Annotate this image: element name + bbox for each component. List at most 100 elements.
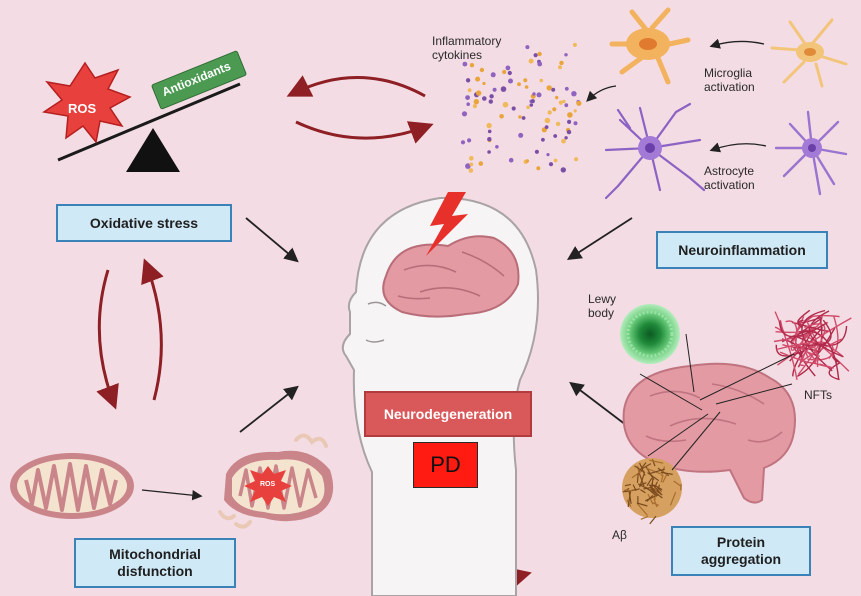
cytokine-dot	[553, 158, 558, 163]
cytokine-dot	[564, 103, 569, 108]
cytokine-dot	[466, 102, 471, 106]
cytokine-dot	[511, 106, 516, 111]
cytokine-dot	[525, 159, 529, 163]
abeta-fibril	[660, 471, 673, 475]
abeta-fibril	[646, 467, 662, 475]
cytokine-dot	[530, 99, 535, 104]
cytokine-dot	[469, 62, 475, 68]
cytokine-dot	[574, 157, 579, 162]
lightning-bolt-icon	[426, 192, 468, 256]
cytokine-dot	[558, 65, 562, 70]
cytokine-dot	[465, 163, 471, 169]
abeta-fibril	[645, 486, 658, 497]
microglia-icon	[609, 7, 691, 85]
abeta-fibril	[631, 469, 644, 479]
cytokine-dot	[541, 137, 545, 142]
lewy-body-icon	[620, 304, 680, 364]
cytokine-dot	[505, 65, 511, 71]
cytokine-dot	[558, 100, 564, 105]
abeta-fibril	[640, 515, 649, 520]
oxidative-stress-box: Oxidative stress	[56, 204, 232, 242]
protein-aggregation-line1: Protein	[716, 534, 766, 550]
cytokine-dot	[507, 70, 512, 76]
cytokine-dot	[544, 117, 551, 124]
cytokine-dot	[495, 145, 499, 149]
abeta-fibril	[646, 477, 653, 487]
cytokine-dot	[502, 69, 507, 75]
cytokine-dot	[502, 101, 509, 108]
cytokine-dot	[499, 114, 504, 119]
cytokine-dot	[526, 105, 530, 110]
nft-strand	[799, 338, 843, 367]
cytokine-dot	[561, 138, 566, 144]
cytokine-dot	[524, 85, 529, 89]
ros-antioxidant-seesaw	[42, 50, 247, 172]
microglia-activation-line2: activation	[704, 80, 755, 94]
cytokine-dot	[479, 67, 485, 73]
damaged-mitochondrion-icon	[218, 433, 334, 529]
abeta-fibril	[639, 462, 646, 476]
nft-tangle-icon	[773, 309, 852, 381]
cytokine-dot	[544, 125, 549, 129]
inflammatory-cytokines-line1: Inflammatory	[432, 34, 502, 48]
cytokine-dot	[573, 109, 577, 113]
cytokine-dot	[553, 134, 558, 138]
abeta-label: Aβ	[612, 528, 627, 542]
cytokine-dot	[488, 99, 493, 104]
cytokine-dot	[534, 149, 540, 154]
cytokine-dot	[523, 78, 528, 83]
cytokine-dot	[559, 60, 564, 66]
abeta-fibril	[651, 482, 662, 495]
abeta-fibril	[660, 474, 664, 483]
cytokine-dot	[486, 122, 492, 129]
abeta-fibril	[662, 473, 668, 483]
cytokine-dot	[573, 121, 578, 126]
cytokine-dot	[555, 95, 559, 100]
cytokine-dots	[460, 42, 582, 173]
cytokine-dot	[551, 87, 556, 92]
ros-small-burst-icon	[244, 466, 292, 506]
cytokine-dot	[490, 72, 496, 78]
cytokine-dot	[492, 87, 497, 92]
cytokine-dot	[518, 132, 524, 138]
abeta-fibril	[656, 486, 663, 492]
neuroinflammation-box: Neuroinflammation	[656, 231, 828, 269]
cytokine-dot	[478, 161, 484, 166]
abeta-fibril	[647, 493, 654, 505]
nft-strand	[774, 311, 798, 381]
astrocyte-activation-label: Astrocyte activation	[704, 164, 755, 192]
abeta-fibril	[669, 491, 677, 506]
ros-label: ROS	[68, 101, 97, 116]
abeta-fibril	[624, 483, 632, 487]
healthy-mitochondrion-icon	[10, 453, 134, 519]
nft-strand	[813, 362, 834, 369]
cytokine-dot	[465, 95, 470, 100]
nft-strand	[797, 325, 848, 347]
cytokine-dot	[500, 86, 507, 92]
cytokine-dot	[547, 110, 552, 115]
abeta-fibril	[638, 482, 647, 486]
pd-box: PD	[413, 442, 478, 488]
cytokine-dot	[476, 90, 482, 96]
lewy-body-line1: Lewy	[588, 292, 617, 306]
cytokine-dot	[576, 100, 582, 106]
abeta-fibril	[673, 480, 682, 487]
nft-strand	[797, 319, 804, 329]
cytokine-dot	[537, 61, 543, 67]
abeta-fibril	[646, 494, 654, 502]
cytokine-dot	[533, 53, 538, 58]
cytokine-dot	[462, 61, 468, 67]
abeta-fibril	[636, 473, 639, 483]
nft-strand	[798, 330, 840, 379]
inflammatory-cytokines-line2: cytokines	[432, 48, 483, 62]
lewy-body-line2: body	[588, 306, 615, 320]
nft-strand	[776, 317, 852, 366]
abeta-fibril	[680, 483, 682, 491]
abeta-fibril	[640, 489, 646, 494]
cytokine-dot	[487, 137, 492, 142]
cytokine-dot	[555, 121, 561, 127]
abeta-fibril	[627, 491, 632, 508]
abeta-fibril	[649, 459, 664, 464]
cytokine-dot	[539, 78, 544, 83]
